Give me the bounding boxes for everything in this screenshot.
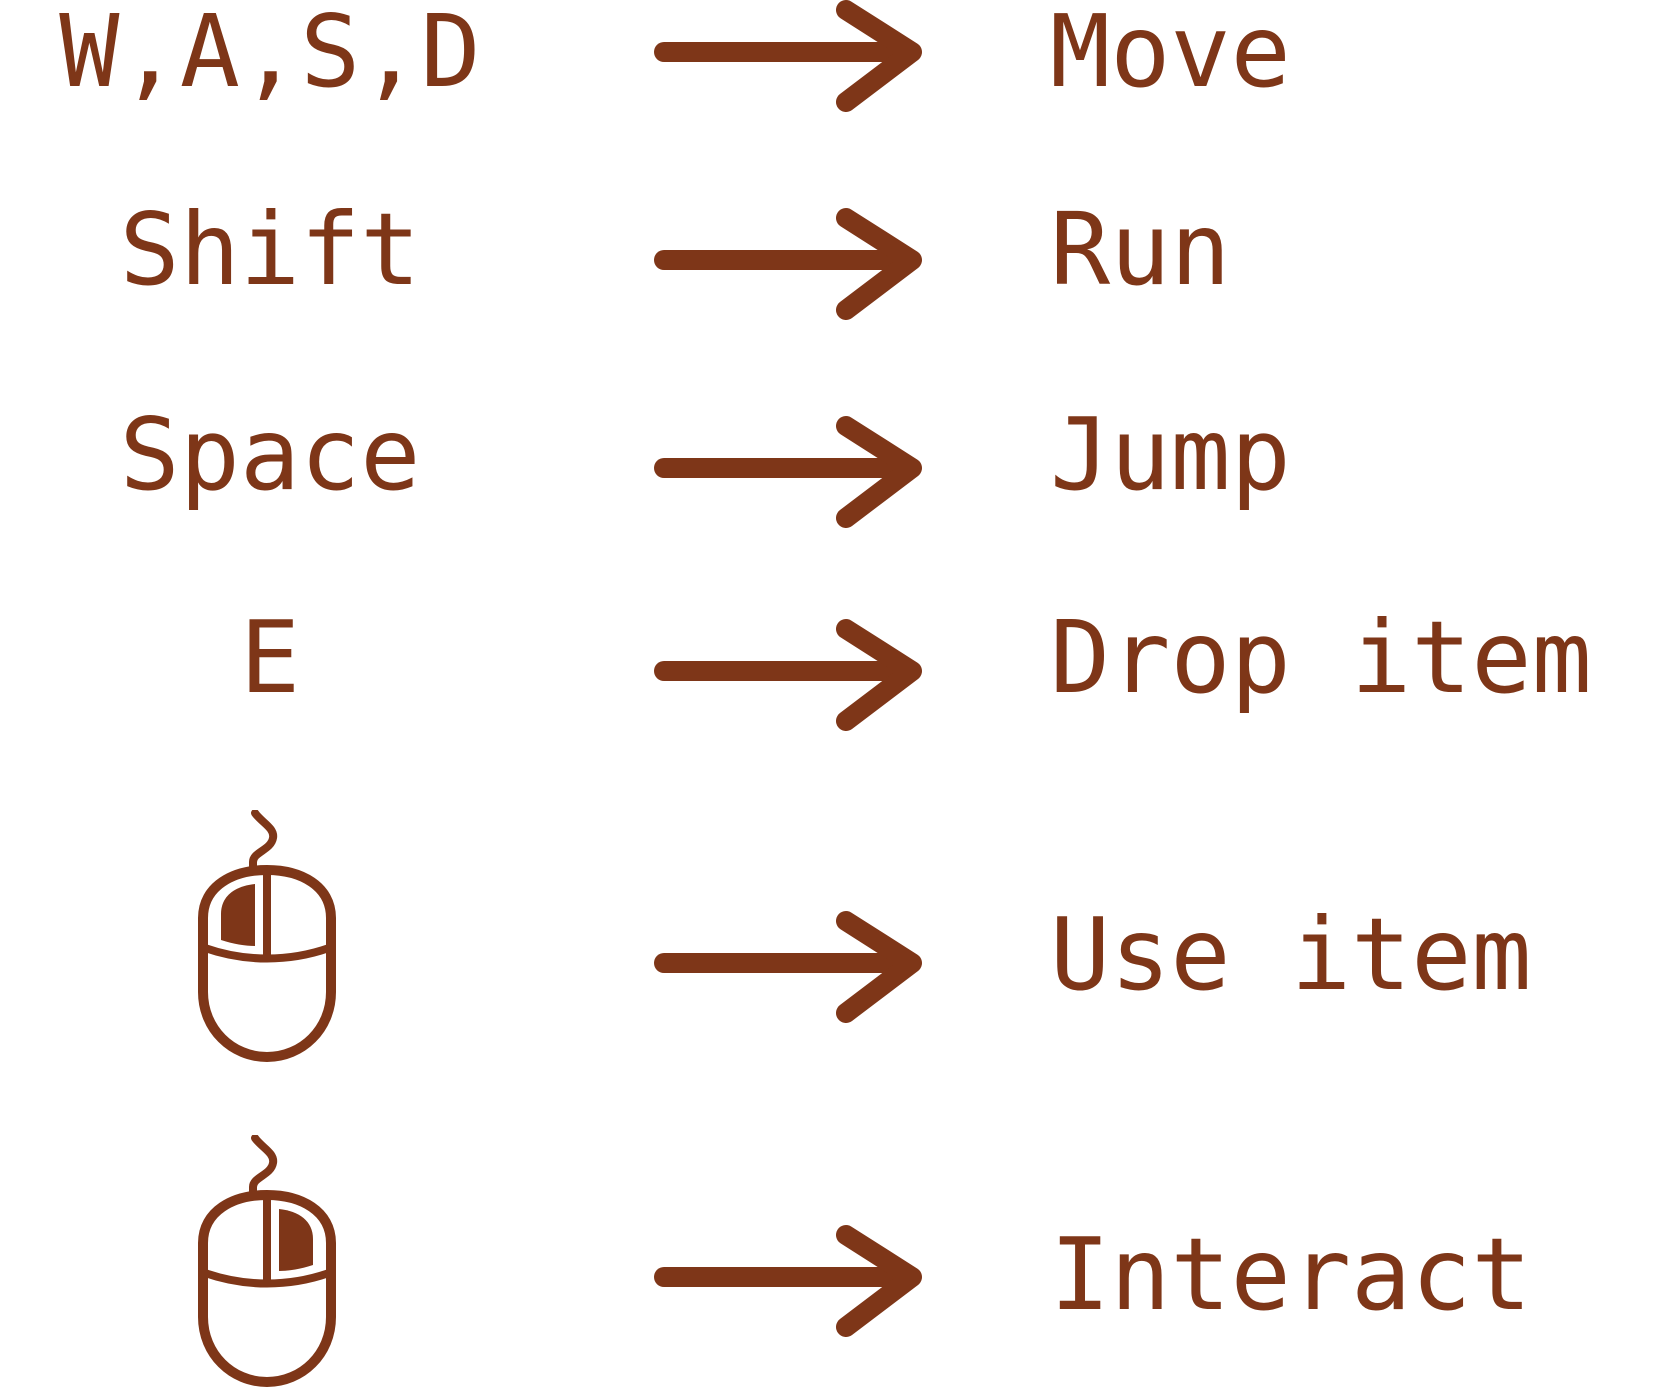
arrow-icon [654, 619, 922, 731]
mouse-left-click-icon [198, 810, 336, 1063]
action-label-jump: Jump [1050, 396, 1291, 513]
key-label-wasd: W,A,S,D [59, 0, 481, 110]
action-label-run: Run [1050, 191, 1231, 308]
arrow-icon [654, 416, 922, 528]
action-label-interact: Interact [1050, 1216, 1532, 1333]
action-label-drop-item: Drop item [1050, 599, 1592, 716]
arrow-icon [654, 208, 922, 320]
key-label-shift: Shift [119, 191, 421, 308]
mouse-right-click-icon [198, 1135, 336, 1388]
arrow-icon [654, 1225, 922, 1337]
arrow-icon [654, 911, 922, 1023]
key-label-space: Space [119, 396, 421, 513]
action-label-move: Move [1050, 0, 1291, 110]
key-label-e: E [239, 599, 301, 716]
arrow-icon [654, 0, 922, 112]
action-label-use-item: Use item [1050, 896, 1532, 1013]
